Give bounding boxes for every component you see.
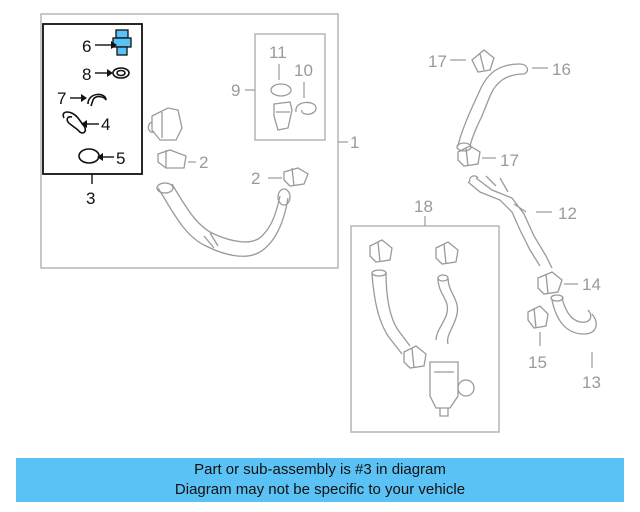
hose-part-18[interactable]: [371, 271, 411, 355]
callout-9: 9: [231, 81, 240, 100]
clamp-part-4[interactable]: [62, 111, 87, 134]
clamp-part-2a[interactable]: [157, 149, 187, 169]
clamp-part-17b[interactable]: [457, 145, 481, 167]
callout-13: 13: [582, 373, 601, 392]
callout-16: 16: [552, 60, 571, 79]
coolant-pipe-part-16[interactable]: [457, 63, 529, 147]
clip-part-10[interactable]: [295, 101, 317, 115]
hose-part-13[interactable]: [551, 297, 597, 335]
callout-18: 18: [414, 197, 433, 216]
info-banner: Part or sub-assembly is #3 in diagram Di…: [16, 458, 624, 502]
banner-line-1: Part or sub-assembly is #3 in diagram: [194, 461, 446, 478]
callout-4: 4: [101, 115, 110, 134]
connector-part-9[interactable]: [273, 101, 293, 131]
clamp-part-18c[interactable]: [403, 345, 427, 369]
hose-part-main[interactable]: [157, 183, 289, 257]
callout-15: 15: [528, 353, 547, 372]
callout-14: 14: [582, 275, 601, 294]
washer-part-8[interactable]: [112, 67, 130, 79]
callout-5: 5: [116, 149, 125, 168]
callout-11: 11: [269, 43, 287, 62]
housing-part[interactable]: [147, 107, 183, 141]
callout-2b: 2: [251, 169, 260, 188]
hose-part-18b[interactable]: [435, 277, 459, 345]
callout-17a: 17: [428, 52, 447, 71]
parts-diagram: 1 3 6 8 7 4 5 9 11 10 2: [40, 13, 601, 433]
o-ring-part-11[interactable]: [270, 83, 292, 97]
callout-10: 10: [294, 61, 313, 80]
callout-2a: 2: [199, 153, 208, 172]
clamp-part-18a[interactable]: [369, 239, 393, 263]
pipe-assembly-part-12[interactable]: [467, 175, 553, 269]
callout-17b: 17: [500, 151, 519, 170]
clamp-part-15[interactable]: [527, 305, 549, 329]
clamp-part-2b[interactable]: [283, 167, 309, 187]
callout-7: 7: [57, 89, 66, 108]
callout-8: 8: [82, 65, 91, 84]
clamp-part-14[interactable]: [537, 271, 563, 295]
group-box-9: [254, 33, 326, 141]
callout-12: 12: [558, 204, 577, 223]
clamp-part-18b[interactable]: [435, 241, 459, 265]
callout-1: 1: [350, 133, 359, 152]
callout-3[interactable]: 3: [86, 189, 95, 208]
group-box-1: [40, 13, 339, 269]
o-ring-part-5[interactable]: [78, 148, 100, 164]
clip-part-7[interactable]: [87, 93, 107, 107]
callout-6: 6: [82, 37, 91, 56]
bleeder-screw-part-6[interactable]: [112, 29, 132, 56]
banner-line-2: Diagram may not be specific to your vehi…: [174, 481, 466, 498]
group-box-18: [350, 225, 500, 433]
pump-part-18[interactable]: [429, 361, 459, 417]
clamp-part-17a[interactable]: [471, 49, 495, 73]
